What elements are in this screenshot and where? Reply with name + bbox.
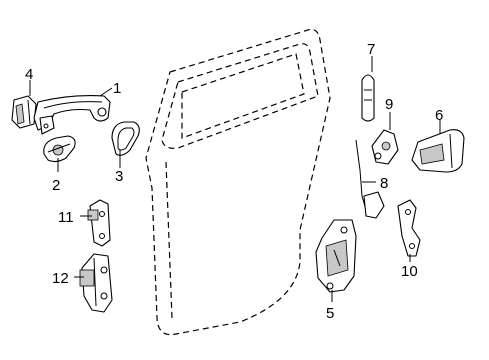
lower-hinge-part: [79, 253, 113, 313]
rod-part: [361, 74, 375, 122]
callout-12: 12: [52, 270, 69, 287]
door-latch-part: [315, 219, 357, 293]
callout-9: 9: [385, 96, 393, 113]
striker-bracket-part: [397, 199, 421, 257]
handle-cap-part: [11, 95, 37, 129]
handle-base-part: [43, 135, 76, 163]
callout-10: 10: [401, 263, 418, 280]
callout-4: 4: [25, 66, 33, 83]
leader-lines: [29, 56, 441, 302]
callout-labels: 1 2 3 4 5 6 7 8 9 10 11 12: [25, 41, 443, 322]
upper-hinge-part: [87, 199, 111, 247]
callout-11: 11: [58, 209, 74, 226]
outside-handle-part: [33, 95, 111, 135]
callout-2: 2: [52, 177, 60, 194]
callout-6: 6: [435, 107, 443, 124]
callout-7: 7: [367, 41, 375, 58]
inside-handle-part: [411, 129, 465, 173]
callout-8: 8: [380, 175, 388, 192]
clip-part: [371, 129, 399, 165]
lock-rod-part: [355, 139, 385, 219]
callout-5: 5: [326, 305, 334, 322]
rear-door-outline: [145, 28, 331, 336]
ring-gasket-part: [111, 121, 140, 156]
callout-3: 3: [115, 168, 123, 185]
callout-1: 1: [113, 80, 121, 97]
